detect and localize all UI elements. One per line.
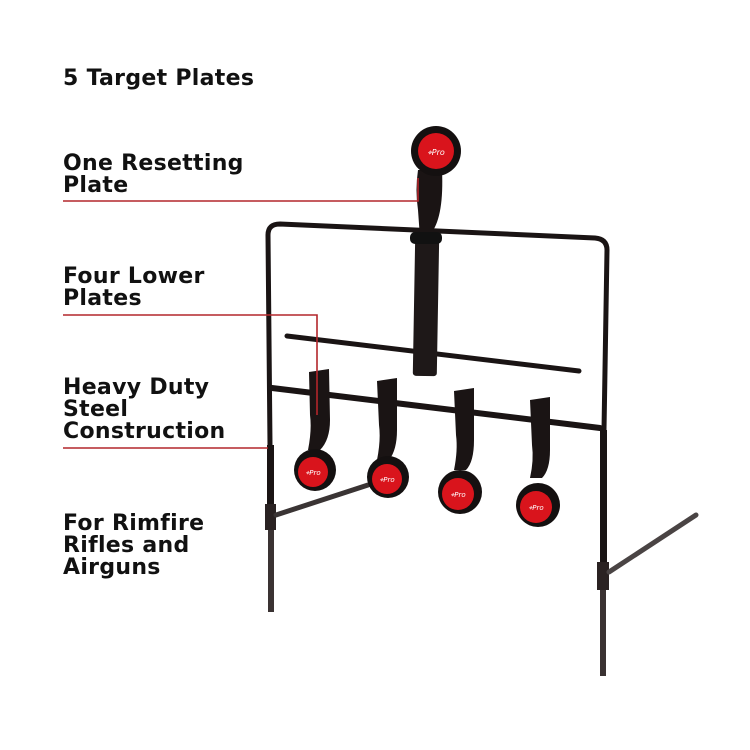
lower-plate-3: ⌖Pro: [438, 388, 482, 514]
lower-plate-2: ⌖Pro: [367, 378, 409, 498]
resetting-plate: ⌖Pro: [410, 126, 461, 377]
lower-plate-1: ⌖Pro: [294, 369, 336, 491]
lower-plates: ⌖Pro ⌖Pro ⌖Pro ⌖Pro: [294, 369, 560, 527]
svg-text:⌖Pro: ⌖Pro: [305, 469, 320, 477]
leader-resetting: [63, 178, 419, 202]
left-leg: [265, 445, 371, 612]
leader-lines: [63, 178, 419, 449]
callout-heavy-duty-steel: Heavy Duty Steel Construction: [63, 375, 226, 444]
leader-lower-plates: [63, 314, 318, 415]
headline-target-plates: 5 Target Plates: [63, 66, 255, 91]
svg-text:⌖Pro: ⌖Pro: [528, 504, 543, 512]
callout-resetting-plate: One Resetting Plate: [63, 151, 244, 198]
svg-text:⌖Pro: ⌖Pro: [379, 476, 394, 484]
target-logo-icon: ⌖Pro: [427, 148, 445, 157]
svg-text:⌖Pro: ⌖Pro: [450, 491, 465, 499]
callout-four-lower-plates: Four Lower Plates: [63, 264, 205, 311]
lower-plate-4: ⌖Pro: [516, 397, 560, 527]
callout-rimfire-airguns: For Rimfire Rifles and Airguns: [63, 511, 205, 580]
right-leg: [597, 430, 699, 676]
